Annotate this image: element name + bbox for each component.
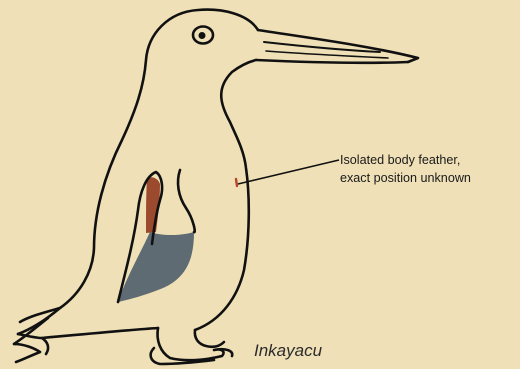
feather-annotation: Isolated body feather, exact position un…	[340, 151, 516, 187]
annotation-line-2: exact position unknown	[340, 169, 516, 187]
penguin-left-foot	[158, 328, 233, 360]
annotation-leader-line	[238, 160, 339, 184]
penguin-right-foot	[151, 348, 214, 364]
penguin-beak-upper	[258, 30, 418, 62]
penguin-flipper-gray-fill	[118, 232, 194, 302]
penguin-beak-lower	[256, 60, 408, 63]
isolated-feather-marker	[236, 179, 237, 186]
penguin-tail	[14, 308, 60, 362]
penguin-pupil	[199, 32, 206, 39]
penguin-flipper-back-edge	[178, 170, 195, 232]
annotation-line-1: Isolated body feather,	[340, 151, 516, 169]
species-label: Inkayacu	[254, 341, 322, 361]
